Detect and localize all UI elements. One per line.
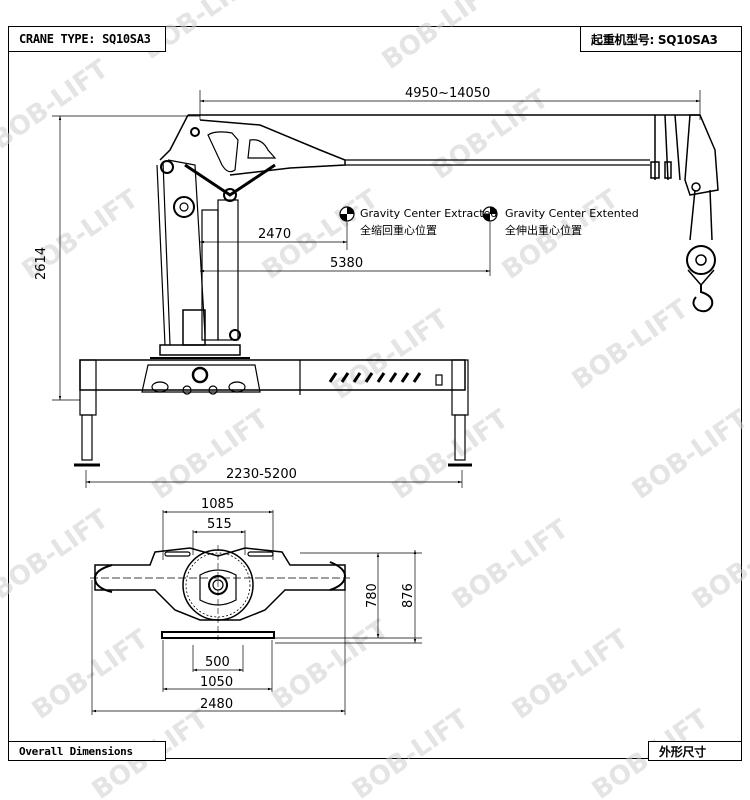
gc-extracted-label-cn: 全缩回重心位置	[360, 223, 437, 237]
dimension-height	[52, 115, 200, 401]
overall-dimensions-label-cn: 外形尺寸	[648, 741, 742, 761]
svg-text:BOB-LIFT: BOB-LIFT	[627, 404, 750, 506]
svg-text:BOB-LIFT: BOB-LIFT	[267, 614, 394, 716]
overall-dimensions-label-en: Overall Dimensions	[8, 741, 166, 761]
dimension-height-label: 2614	[34, 247, 49, 280]
svg-text:BOB-LIFT: BOB-LIFT	[567, 294, 694, 396]
drawing-frame	[8, 26, 742, 759]
dimension-gc-extended-label: 5380	[330, 256, 363, 271]
svg-text:BOB-LIFT: BOB-LIFT	[377, 0, 504, 76]
side-view	[52, 90, 719, 488]
svg-text:BOB-LIFT: BOB-LIFT	[687, 514, 750, 616]
dimension-500-label: 500	[205, 655, 230, 670]
svg-text:BOB-LIFT: BOB-LIFT	[387, 404, 514, 506]
hazard-stripes	[328, 372, 422, 383]
svg-text:BOB-LIFT: BOB-LIFT	[447, 514, 574, 616]
dimension-outrigger-span-label: 2230-5200	[226, 467, 297, 482]
gravity-center-symbol-extracted	[339, 206, 355, 222]
gc-extended-label-cn: 全伸出重心位置	[505, 223, 582, 237]
dimension-876-label: 876	[401, 583, 416, 608]
dimension-1085-label: 1085	[201, 497, 234, 512]
gravity-center-symbol-extended	[482, 206, 498, 222]
crane-type-title-cn: 起重机型号: SQ10SA3	[580, 26, 742, 52]
top-view	[90, 510, 422, 715]
dimension-2480-label: 2480	[200, 697, 233, 712]
dimension-515-label: 515	[207, 517, 232, 532]
dimension-1050-label: 1050	[200, 675, 233, 690]
svg-text:BOB-LIFT: BOB-LIFT	[0, 54, 114, 156]
svg-text:BOB-LIFT: BOB-LIFT	[507, 624, 634, 726]
boom-tip	[650, 114, 719, 313]
dimension-780-label: 780	[365, 583, 380, 608]
gc-extended-label-en: Gravity Center Extented	[505, 207, 639, 220]
svg-text:BOB-LIFT: BOB-LIFT	[27, 624, 154, 726]
svg-text:BOB-LIFT: BOB-LIFT	[347, 704, 474, 800]
dimension-boom-reach-label: 4950~14050	[405, 86, 490, 101]
dimension-gc-extracted-label: 2470	[258, 227, 291, 242]
svg-text:BOB-LIFT: BOB-LIFT	[147, 404, 274, 506]
crane-type-title-en: CRANE TYPE: SQ10SA3	[8, 26, 166, 52]
gc-extracted-label-en: Gravity Center Extracted	[360, 207, 497, 220]
